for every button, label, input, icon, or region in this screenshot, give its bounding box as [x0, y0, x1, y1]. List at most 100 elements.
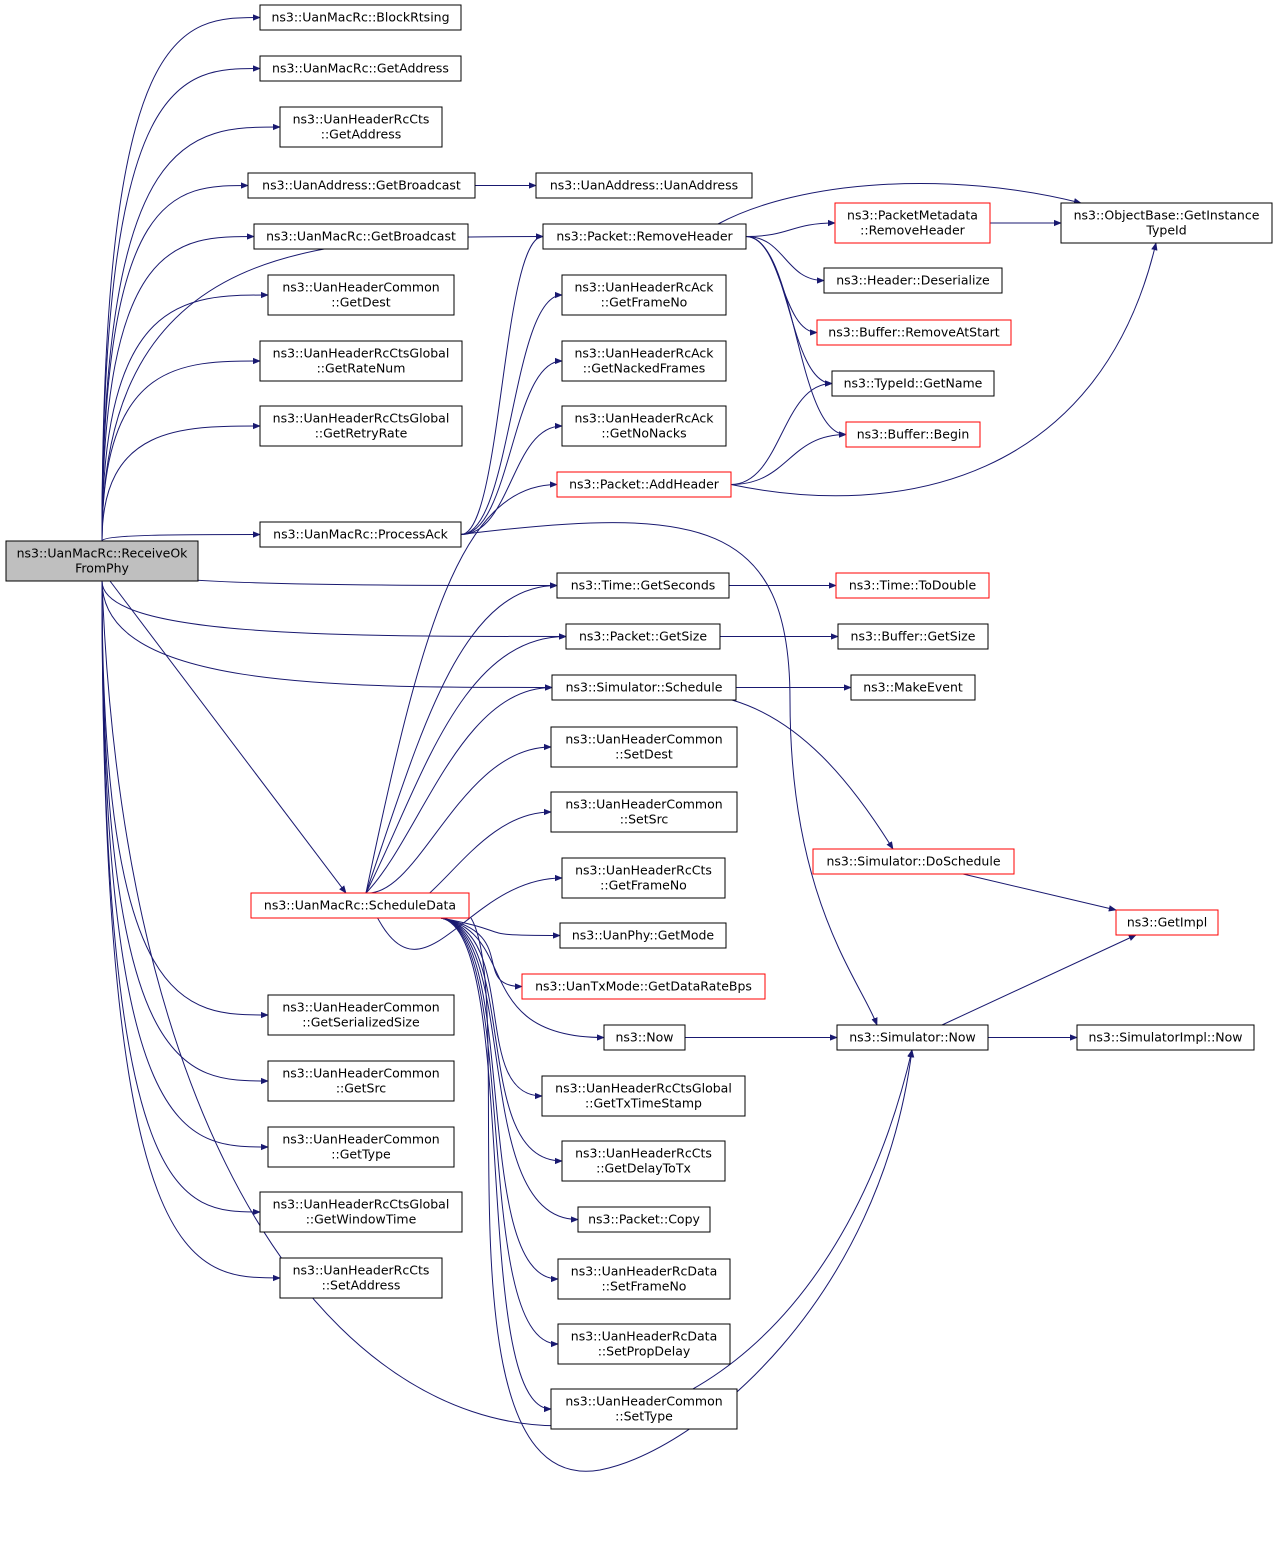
node-ctsGlobalGetWindowTime[interactable]: ns3::UanHeaderRcCtsGlobal::GetWindowTime	[259, 1191, 463, 1233]
edge-path	[101, 233, 255, 542]
node-box	[561, 405, 727, 447]
node-simSchedule[interactable]: ns3::Simulator::Schedule	[551, 674, 737, 701]
edge-scheduleData-to-ctsGlobalGetTxTimeStamp	[440, 917, 543, 1100]
node-label: ns3::UanHeaderCommon	[282, 1066, 439, 1081]
function-nodes: ns3::UanMacRc::ReceiveOkFromPhyns3::UanM…	[5, 4, 1273, 1430]
edge-path	[365, 743, 552, 894]
edge-root-to-commonGetSerializedSize	[101, 580, 269, 1019]
node-box	[812, 848, 1015, 875]
node-label: ns3::UanHeaderRcCts	[293, 112, 430, 127]
node-label: ns3::Simulator::DoSchedule	[826, 854, 1000, 869]
node-commonSetSrc[interactable]: ns3::UanHeaderCommon::SetSrc	[550, 791, 738, 833]
node-commonGetSerializedSize[interactable]: ns3::UanHeaderCommon::GetSerializedSize	[267, 994, 455, 1036]
node-bufferGetSize[interactable]: ns3::Buffer::GetSize	[837, 623, 989, 650]
node-removeHeader[interactable]: ns3::Packet::RemoveHeader	[542, 223, 747, 250]
edge-path	[460, 522, 878, 1026]
node-label: ns3::Buffer::GetSize	[851, 629, 976, 644]
edge-path	[460, 357, 563, 535]
node-box	[565, 623, 721, 650]
node-blockRtsing[interactable]: ns3::UanMacRc::BlockRtsing	[259, 4, 462, 31]
edge-path	[440, 917, 563, 1165]
node-commonGetDest[interactable]: ns3::UanHeaderCommon::GetDest	[267, 274, 455, 316]
edge-path	[440, 917, 561, 939]
node-doSchedule[interactable]: ns3::Simulator::DoSchedule	[812, 848, 1015, 875]
node-getSeconds[interactable]: ns3::Time::GetSeconds	[556, 572, 730, 599]
node-label: ns3::Simulator::Now	[849, 1030, 976, 1045]
node-processAck[interactable]: ns3::UanMacRc::ProcessAck	[259, 521, 462, 548]
node-label: ns3::PacketMetadata	[847, 208, 978, 223]
node-ctsGetFrameNo[interactable]: ns3::UanHeaderRcCts::GetFrameNo	[561, 857, 726, 899]
node-box	[259, 4, 462, 31]
node-ackGetNoNacks[interactable]: ns3::UanHeaderRcAck::GetNoNacks	[561, 405, 727, 447]
node-removeAtStart[interactable]: ns3::Buffer::RemoveAtStart	[816, 319, 1012, 346]
node-box	[259, 340, 463, 382]
node-typeIdGetName[interactable]: ns3::TypeId::GetName	[831, 370, 995, 397]
node-addrGetBroadcast[interactable]: ns3::UanAddress::GetBroadcast	[247, 172, 476, 199]
edge-path	[730, 380, 833, 485]
node-getImpl[interactable]: ns3::GetImpl	[1115, 909, 1219, 936]
node-metaRemoveHeader[interactable]: ns3::PacketMetadata::RemoveHeader	[834, 202, 991, 244]
edge-root-to-ctsGlobalGetWindowTime	[101, 580, 261, 1216]
node-label: ::GetRateNum	[317, 361, 406, 376]
edge-removeHeader-to-getInstanceTypeId	[717, 182, 1082, 225]
node-label: ns3::UanHeaderCommon	[282, 1132, 439, 1147]
node-label: ns3::UanHeaderRcCtsGlobal	[273, 346, 450, 361]
node-ctsGetAddress[interactable]: ns3::UanHeaderRcCts::GetAddress	[279, 106, 443, 148]
node-commonSetType[interactable]: ns3::UanHeaderCommon::SetType	[550, 1388, 738, 1430]
node-label: TypeId	[1145, 223, 1186, 238]
edge-scheduleData-to-packetCopy	[440, 917, 579, 1223]
node-bufferBegin[interactable]: ns3::Buffer::Begin	[845, 421, 981, 448]
edge-path	[365, 874, 563, 950]
node-label: ns3::Packet::GetSize	[579, 629, 707, 644]
node-makeEvent[interactable]: ns3::MakeEvent	[850, 674, 976, 701]
node-dataSetPropDelay[interactable]: ns3::UanHeaderRcData::SetPropDelay	[557, 1323, 731, 1365]
node-label: ::GetType	[331, 1147, 391, 1162]
node-macGetAddress[interactable]: ns3::UanMacRc::GetAddress	[259, 55, 462, 82]
edge-scheduleData-to-commonSetType	[440, 917, 552, 1413]
node-getDataRateBps[interactable]: ns3::UanTxMode::GetDataRateBps	[521, 973, 766, 1000]
node-dataSetFrameNo[interactable]: ns3::UanHeaderRcData::SetFrameNo	[557, 1258, 731, 1300]
node-label: ::SetAddress	[322, 1278, 401, 1293]
node-addHeader[interactable]: ns3::Packet::AddHeader	[556, 471, 732, 498]
node-ctsGlobalGetRetryRate[interactable]: ns3::UanHeaderRcCtsGlobal::GetRetryRate	[259, 405, 463, 447]
node-packetCopy[interactable]: ns3::Packet::Copy	[577, 1206, 711, 1233]
node-ctsGlobalGetRateNum[interactable]: ns3::UanHeaderRcCtsGlobal::GetRateNum	[259, 340, 463, 382]
edge-doSchedule-to-getImpl	[962, 873, 1117, 912]
node-deserialize[interactable]: ns3::Header::Deserialize	[823, 267, 1003, 294]
node-label: ns3::Time::GetSeconds	[571, 578, 716, 593]
node-commonGetType[interactable]: ns3::UanHeaderCommon::GetType	[267, 1126, 455, 1168]
edge-root-to-ctsGlobalGetRateNum	[101, 357, 261, 542]
edge-path	[440, 917, 559, 1283]
node-label: ns3::UanMacRc::GetAddress	[272, 61, 449, 76]
edge-path	[101, 422, 261, 542]
node-label: ns3::UanMacRc::ScheduleData	[264, 898, 456, 913]
node-uanAddress[interactable]: ns3::UanAddress::UanAddress	[535, 172, 753, 199]
node-box	[823, 267, 1003, 294]
node-label: ns3::UanTxMode::GetDataRateBps	[535, 979, 752, 994]
node-implNow[interactable]: ns3::SimulatorImpl::Now	[1076, 1024, 1255, 1051]
node-ctsGetDelayToTx[interactable]: ns3::UanHeaderRcCts::GetDelayToTx	[561, 1140, 726, 1182]
node-macGetBroadcast[interactable]: ns3::UanMacRc::GetBroadcast	[253, 223, 469, 250]
node-commonGetSrc[interactable]: ns3::UanHeaderCommon::GetSrc	[267, 1060, 455, 1102]
node-commonSetDest[interactable]: ns3::UanHeaderCommon::SetDest	[550, 726, 738, 768]
node-box	[267, 1060, 455, 1102]
node-toDouble[interactable]: ns3::Time::ToDouble	[835, 572, 990, 599]
node-phyGetMode[interactable]: ns3::UanPhy::GetMode	[559, 922, 727, 949]
node-now[interactable]: ns3::Now	[603, 1024, 686, 1051]
edge-path	[365, 633, 567, 894]
node-scheduleData[interactable]: ns3::UanMacRc::ScheduleData	[250, 892, 470, 919]
node-ackGetNackedFrames[interactable]: ns3::UanHeaderRcAck::GetNackedFrames	[561, 340, 727, 382]
node-packetGetSize[interactable]: ns3::Packet::GetSize	[565, 623, 721, 650]
node-label: ::GetTxTimeStamp	[585, 1096, 702, 1111]
node-ctsGlobalGetTxTimeStamp[interactable]: ns3::UanHeaderRcCtsGlobal::GetTxTimeStam…	[541, 1075, 746, 1117]
node-simNow[interactable]: ns3::Simulator::Now	[836, 1024, 989, 1051]
node-label: ns3::UanHeaderRcCts	[575, 863, 712, 878]
node-ackGetFrameNo[interactable]: ns3::UanHeaderRcAck::GetFrameNo	[561, 274, 727, 316]
edge-root-to-simNow	[101, 580, 914, 1427]
node-ctsSetAddress[interactable]: ns3::UanHeaderRcCts::SetAddress	[279, 1257, 443, 1299]
edge-path	[101, 580, 261, 1216]
node-box	[259, 405, 463, 447]
node-label: ::GetAddress	[321, 127, 401, 142]
